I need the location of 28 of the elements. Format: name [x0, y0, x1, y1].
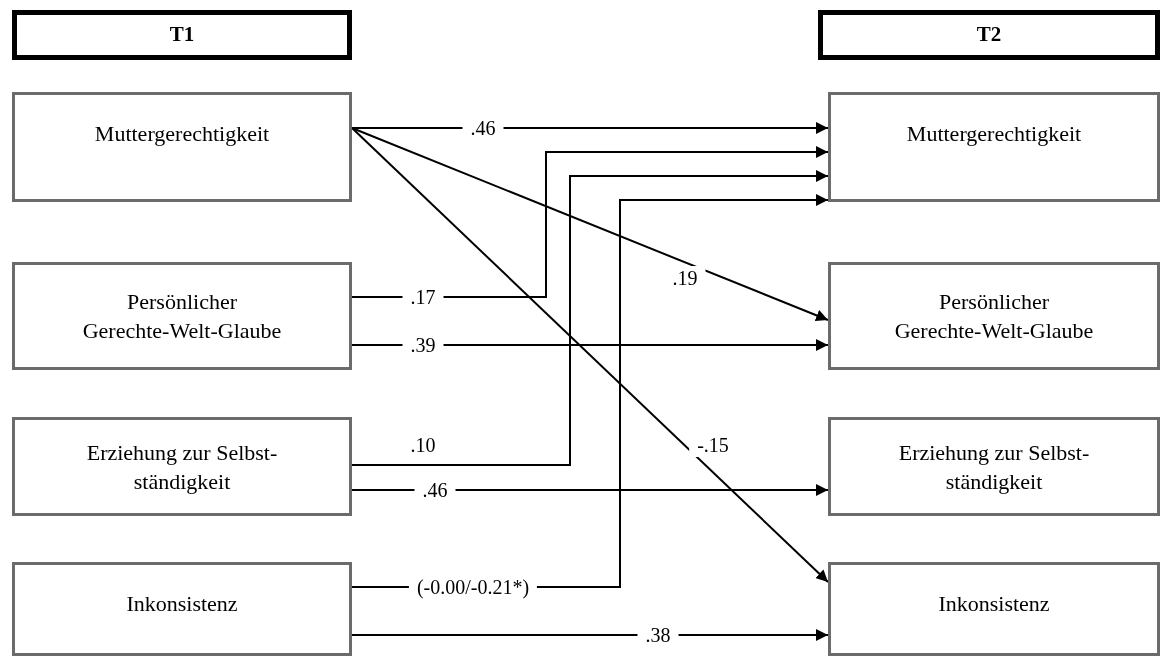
arrow	[351, 122, 829, 134]
arrow	[351, 127, 829, 322]
arrow	[351, 170, 829, 466]
variable-label: Persönlicher Gerechte-Welt-Glaube	[82, 288, 282, 345]
variable-label: Persönlicher Gerechte-Welt-Glaube	[894, 288, 1094, 345]
time-header-box	[818, 10, 1160, 60]
time-header-box	[12, 10, 352, 60]
variable-box	[828, 562, 1160, 656]
variable-box	[828, 92, 1160, 202]
variable-box	[828, 262, 1160, 370]
variable-label: Inkonsistenz	[126, 590, 238, 618]
arrow	[351, 146, 829, 298]
variable-box	[828, 417, 1160, 516]
variable-label: Erziehung zur Selbst-ständigkeit	[897, 438, 1091, 496]
arrow	[351, 629, 829, 641]
variable-label: Inkonsistenz	[938, 590, 1050, 618]
variable-box	[12, 417, 352, 516]
variable-label: Erziehung zur Selbst-ständigkeit	[85, 438, 279, 496]
arrow	[351, 339, 829, 351]
arrow	[351, 484, 829, 496]
variable-label: Muttergerechtigkeit	[94, 120, 270, 148]
variable-box	[12, 262, 352, 370]
time-label: T1	[169, 21, 195, 49]
variable-box	[12, 562, 352, 656]
variable-box	[12, 92, 352, 202]
arrow	[351, 127, 829, 583]
time-label: T2	[976, 21, 1002, 49]
variable-label: Muttergerechtigkeit	[906, 120, 1082, 148]
